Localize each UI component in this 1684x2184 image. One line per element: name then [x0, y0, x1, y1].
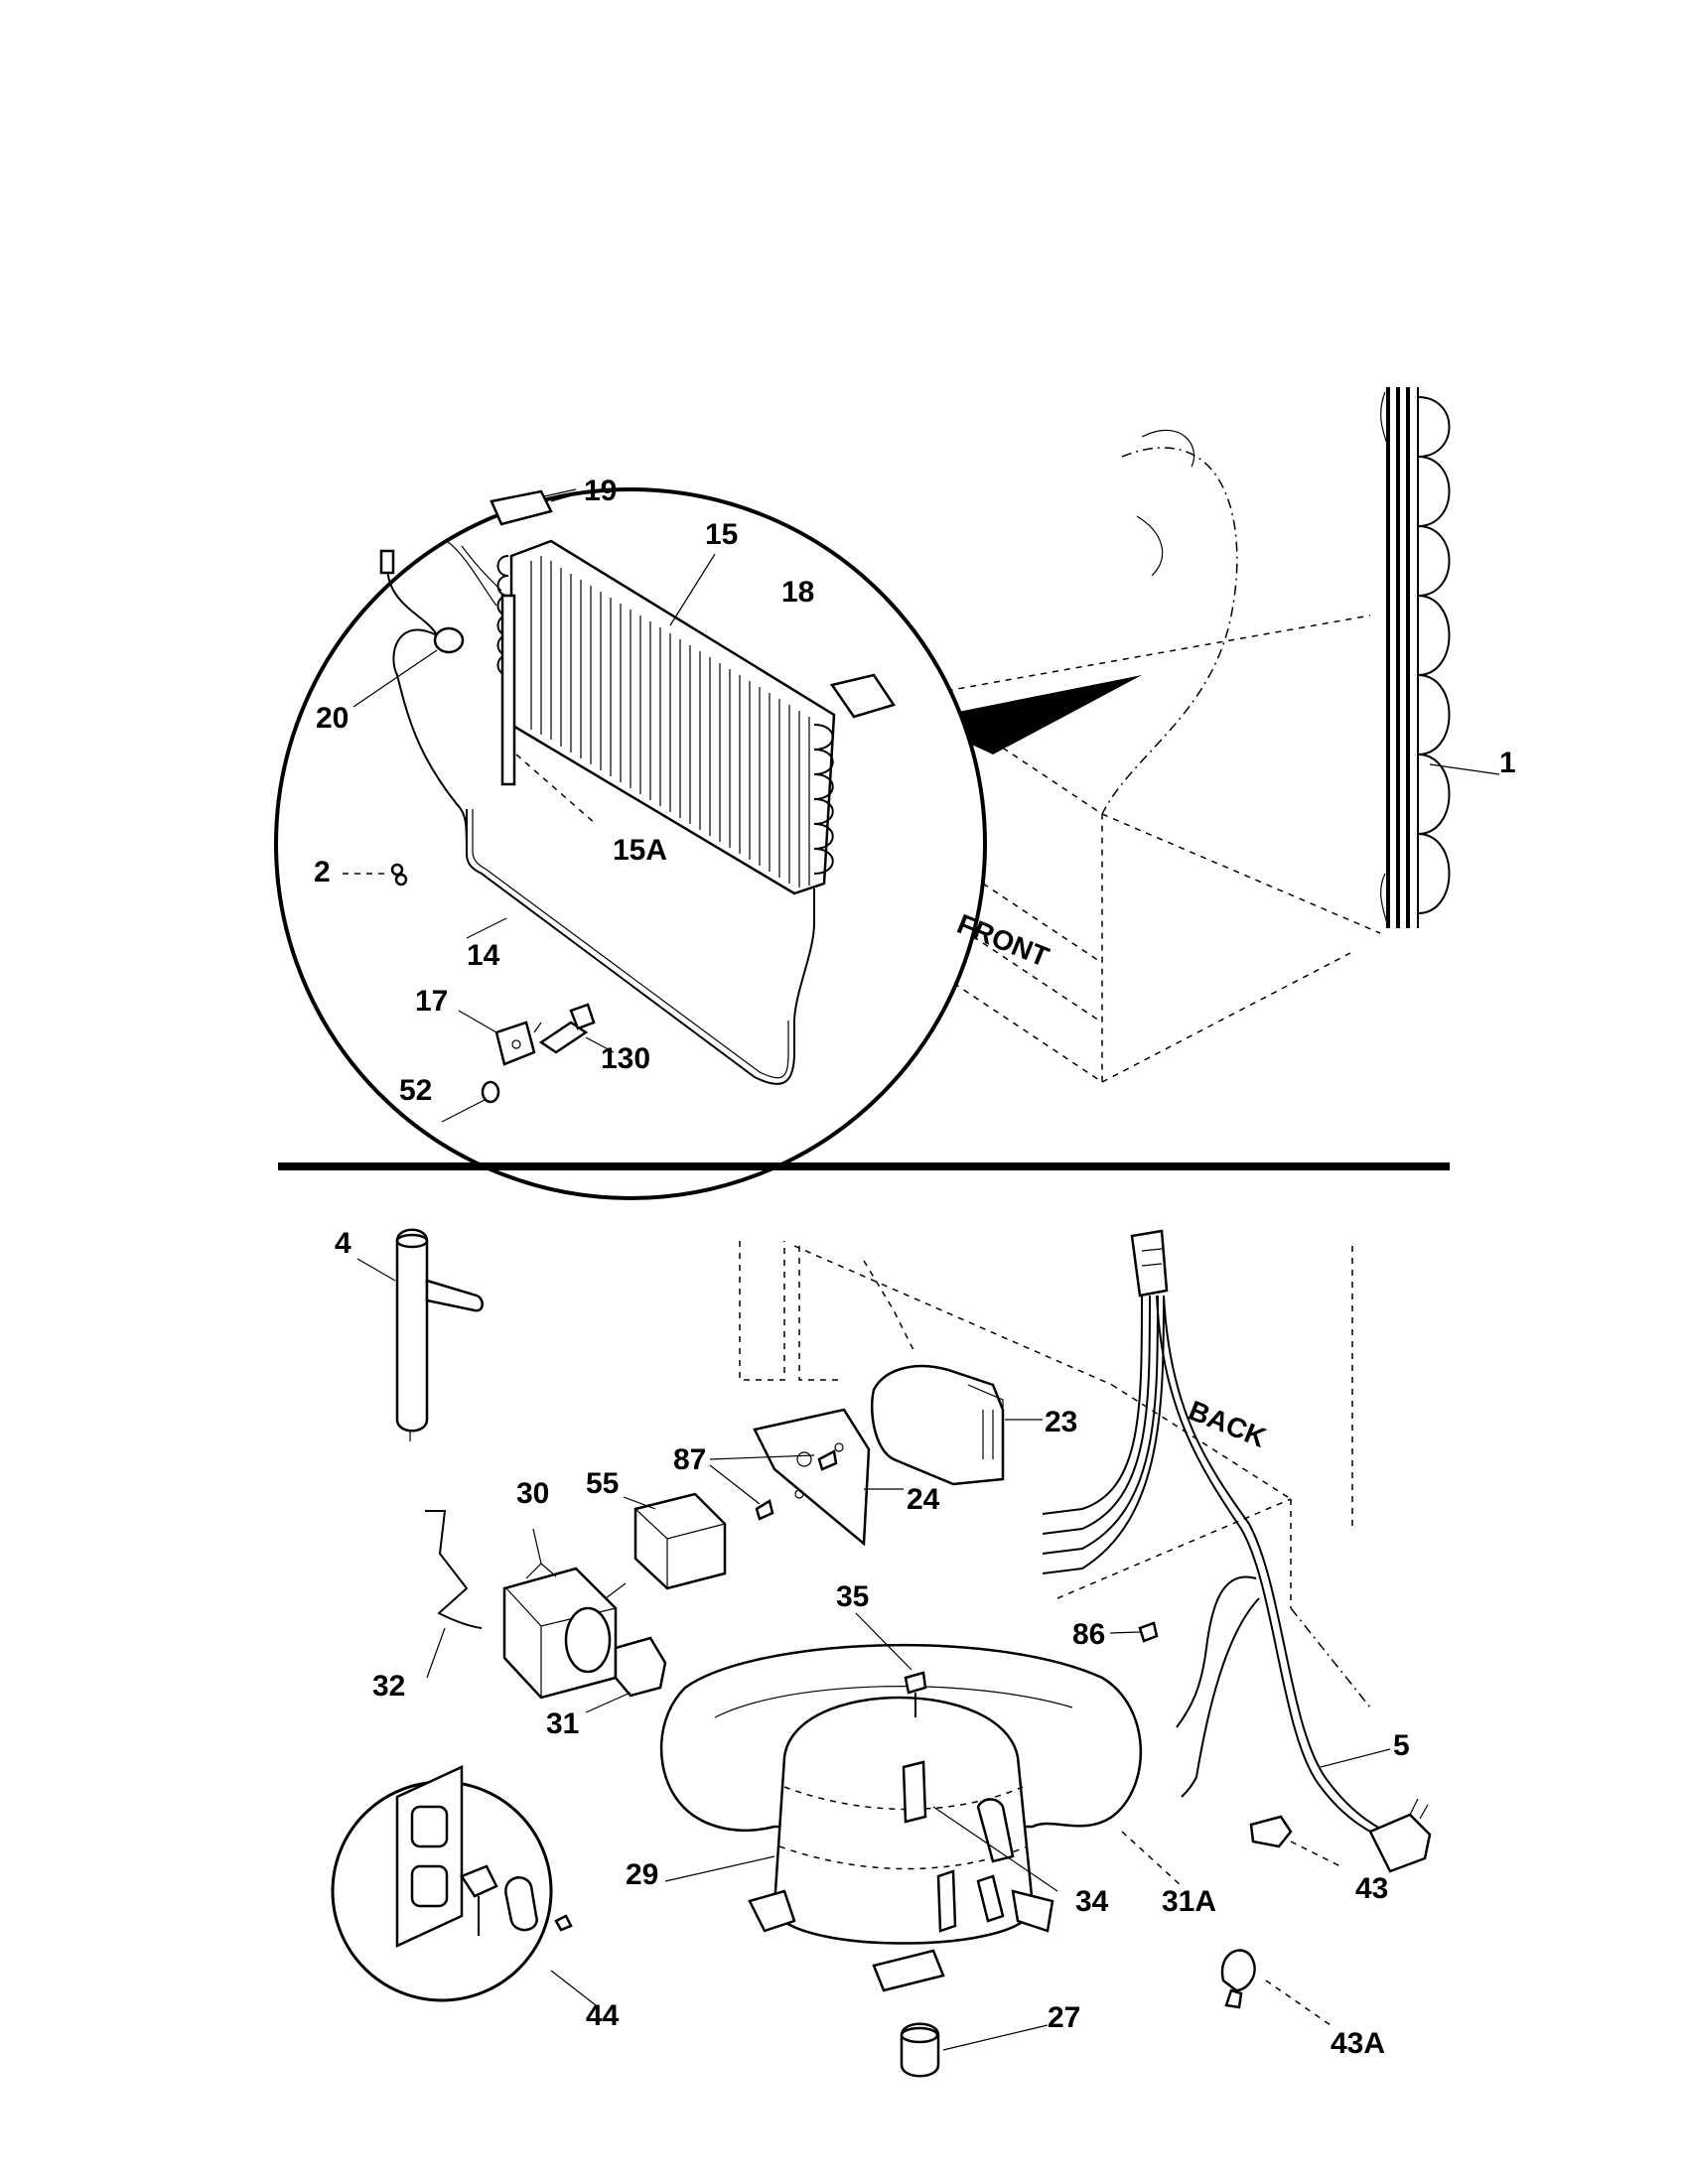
cabinet-outline-lower: [739, 1241, 1371, 1708]
callout-34: 34: [1075, 1885, 1109, 1918]
callout-30: 30: [516, 1477, 549, 1510]
callout-5: 5: [1393, 1729, 1410, 1762]
part-43a-clamp: [1220, 1949, 1256, 2009]
callout-24: 24: [907, 1483, 940, 1516]
defrost-heater-15a: [500, 594, 516, 786]
callout-18: 18: [781, 576, 814, 609]
callout-52: 52: [399, 1074, 432, 1107]
callout-86: 86: [1072, 1618, 1105, 1651]
callout-17: 17: [415, 985, 448, 1018]
callout-44: 44: [586, 1999, 620, 2032]
part-2-clip: [343, 863, 408, 887]
part-17-plate: [494, 1021, 536, 1066]
callout-2: 2: [314, 856, 331, 888]
callout-numbers: 19 15 18 20 15A 2 14 17 130 52 1 4 87 23…: [314, 475, 1516, 2060]
callout-15: 15: [705, 518, 738, 551]
callout-31a: 31A: [1162, 1885, 1216, 1918]
callout-43a: 43A: [1331, 2027, 1385, 2060]
part-4-drier: [395, 1228, 484, 1441]
callout-35: 35: [836, 1580, 869, 1613]
magnifier-pointer: [918, 675, 1142, 754]
part-30-relay: [502, 1563, 627, 1700]
callout-55: 55: [586, 1467, 619, 1500]
callout-27: 27: [1048, 2001, 1080, 2034]
leader-lines-upper: [352, 488, 716, 1123]
part-35-bolt: [904, 1671, 927, 1717]
callout-43: 43: [1355, 1872, 1388, 1905]
part-130-plug: [538, 1021, 589, 1054]
front-label: FRONT: [953, 908, 1053, 973]
drain-tube-14: [466, 809, 815, 1085]
leader-lines-lower: [664, 1806, 1341, 2026]
evaporator: [496, 539, 836, 895]
part-24-plate: [753, 1408, 871, 1547]
part-31-overload: [614, 1636, 667, 1698]
condenser-coil: [1380, 387, 1451, 929]
evaporator-detail-circle: [274, 487, 987, 1200]
part-44-outlet-detail: [331, 1765, 573, 2002]
compressor: [748, 1696, 1054, 1992]
callout-15a: 15A: [613, 834, 667, 867]
part-20-sensor: [379, 549, 468, 855]
part-86-screw: [1138, 1621, 1159, 1643]
callout-1: 1: [1499, 747, 1516, 779]
callout-130: 130: [601, 1042, 650, 1075]
callout-14: 14: [467, 939, 500, 972]
callout-87: 87: [673, 1443, 706, 1476]
part-32-bracket: [425, 1510, 483, 1629]
callout-4: 4: [335, 1227, 351, 1260]
part-5-power-cord: [1042, 1229, 1432, 1873]
callout-23: 23: [1045, 1406, 1077, 1438]
part-18-block: [829, 673, 896, 719]
part-27-grommet: [900, 2022, 940, 2078]
part-19-block: [490, 489, 553, 526]
part-55-capacitor: [633, 1492, 727, 1590]
part-87-screws: [755, 1449, 838, 1521]
callout-29: 29: [626, 1858, 658, 1891]
back-label: BACK: [1185, 1395, 1271, 1453]
callout-32: 32: [372, 1670, 405, 1703]
callout-31: 31: [546, 1707, 579, 1740]
cabinet-outline-upper: [922, 429, 1381, 1084]
part-52-washer: [481, 1080, 500, 1104]
part-23-timer: [870, 1364, 1005, 1486]
callout-20: 20: [316, 702, 349, 735]
callout-19: 19: [584, 475, 617, 507]
part-43-clip: [1249, 1815, 1293, 1848]
